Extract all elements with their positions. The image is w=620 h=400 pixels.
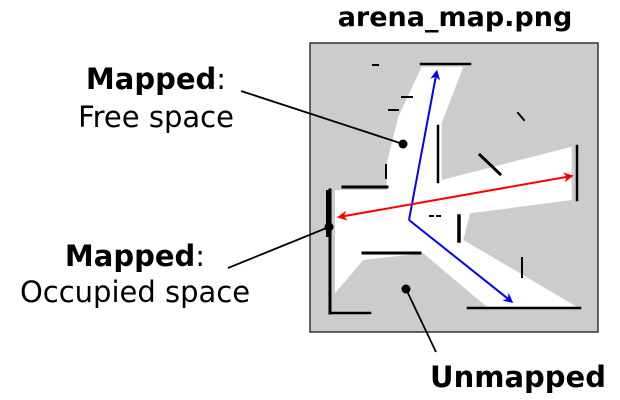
callouts (227, 90, 437, 353)
occupancy-map (309, 42, 599, 333)
map-title: arena_map.png (338, 2, 573, 33)
unmapped-dot (401, 284, 411, 294)
robot-path-arrows (337, 69, 574, 303)
free-space-dot (398, 139, 408, 149)
free-label-heading: Mapped: (86, 62, 226, 96)
free-label-text: Free space (78, 100, 234, 134)
occupied-label-heading: Mapped: (65, 239, 205, 273)
unmapped-label: Unmapped (430, 360, 606, 394)
red-double-arrow (337, 172, 574, 221)
occupied-label-text: Occupied space (20, 275, 250, 309)
occupied-space-dot (324, 222, 334, 232)
blue-path-arrow-down (408, 219, 514, 303)
